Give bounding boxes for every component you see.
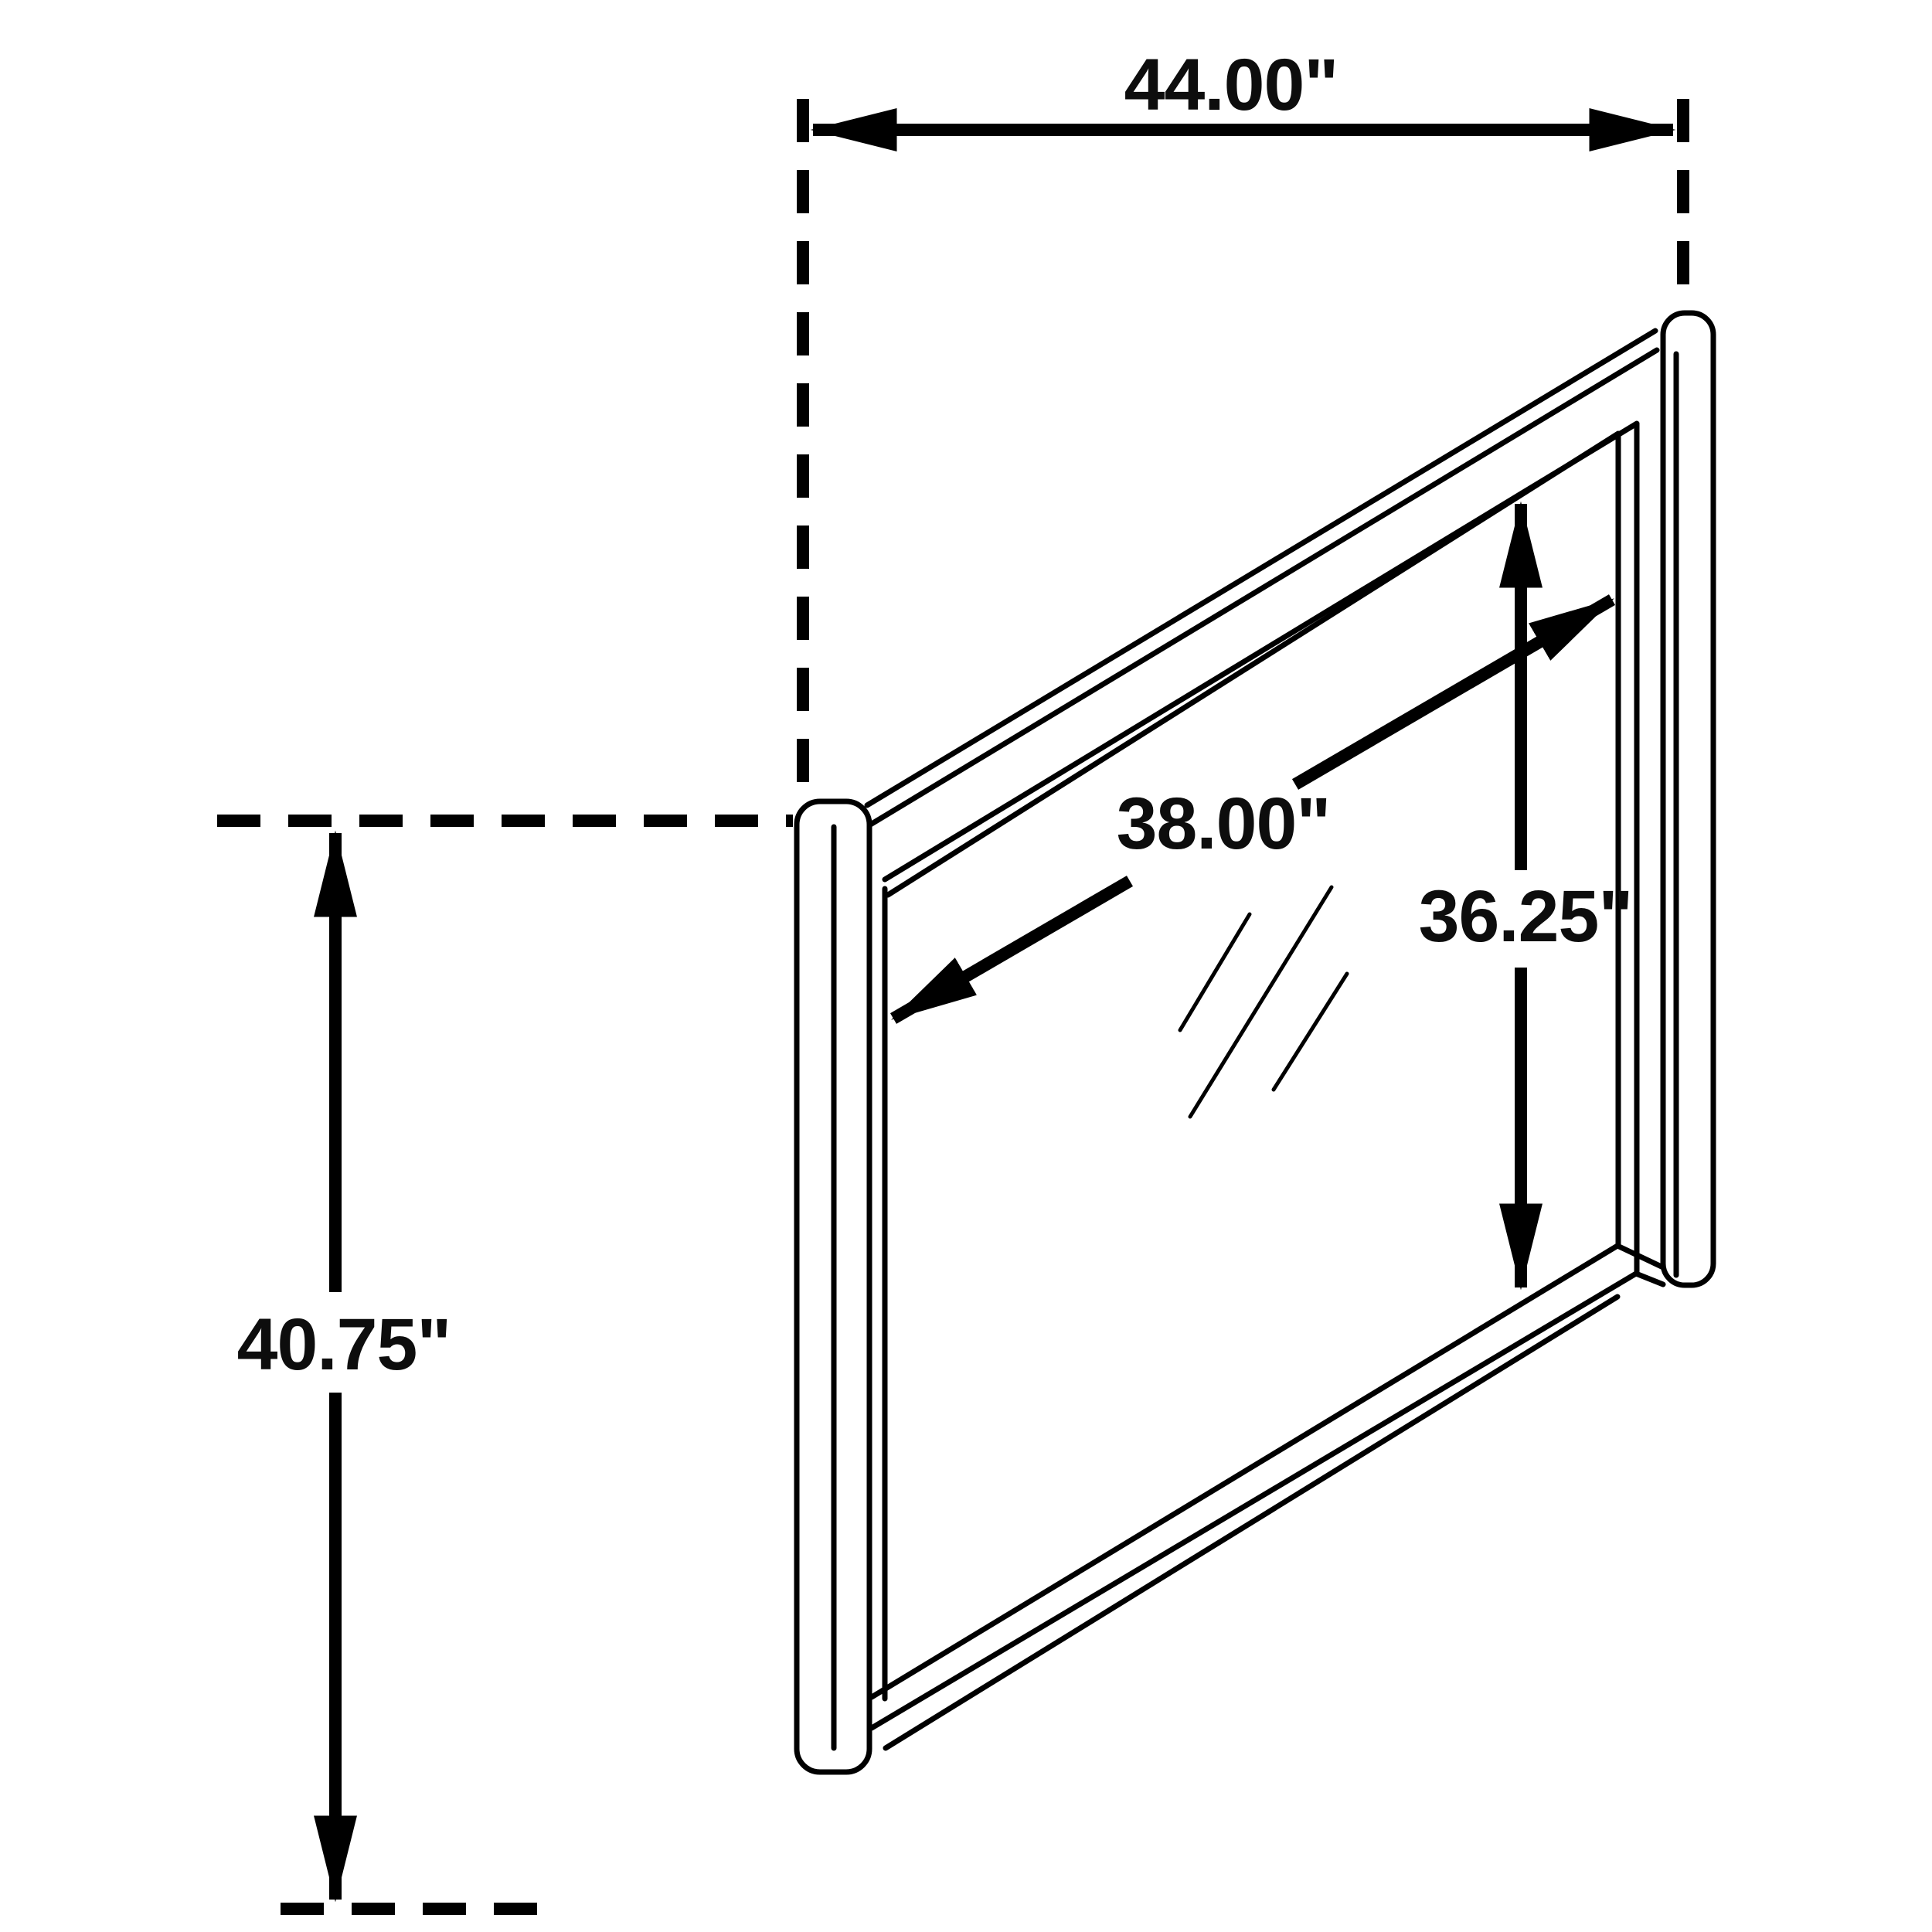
dimension-overall-height: 40.75" <box>237 830 451 1903</box>
mirror-top-rail <box>861 328 1660 1277</box>
mirror-left-post <box>794 798 872 1775</box>
glass-reflection-marks <box>1178 885 1349 1119</box>
dimension-glass-height: 36.25" <box>1419 501 1633 1291</box>
overall-width-label: 44.00" <box>1124 44 1338 126</box>
dimension-overall-width: 44.00" <box>810 44 1676 151</box>
glass-width-arrow-lower <box>889 876 1134 1024</box>
glass-width-label: 38.00" <box>1117 783 1331 865</box>
overall-height-label: 40.75" <box>237 1304 451 1386</box>
reference-dashed-lines <box>217 99 1689 1915</box>
mirror-drawing <box>794 310 1716 1775</box>
glass-height-label: 36.25" <box>1419 876 1633 957</box>
glass-width-arrow-upper <box>1291 594 1616 790</box>
mirror-bottom-rail <box>869 1243 1666 1751</box>
dimension-glass-width: 38.00" <box>889 594 1616 1024</box>
mirror-right-post <box>1660 310 1716 1288</box>
